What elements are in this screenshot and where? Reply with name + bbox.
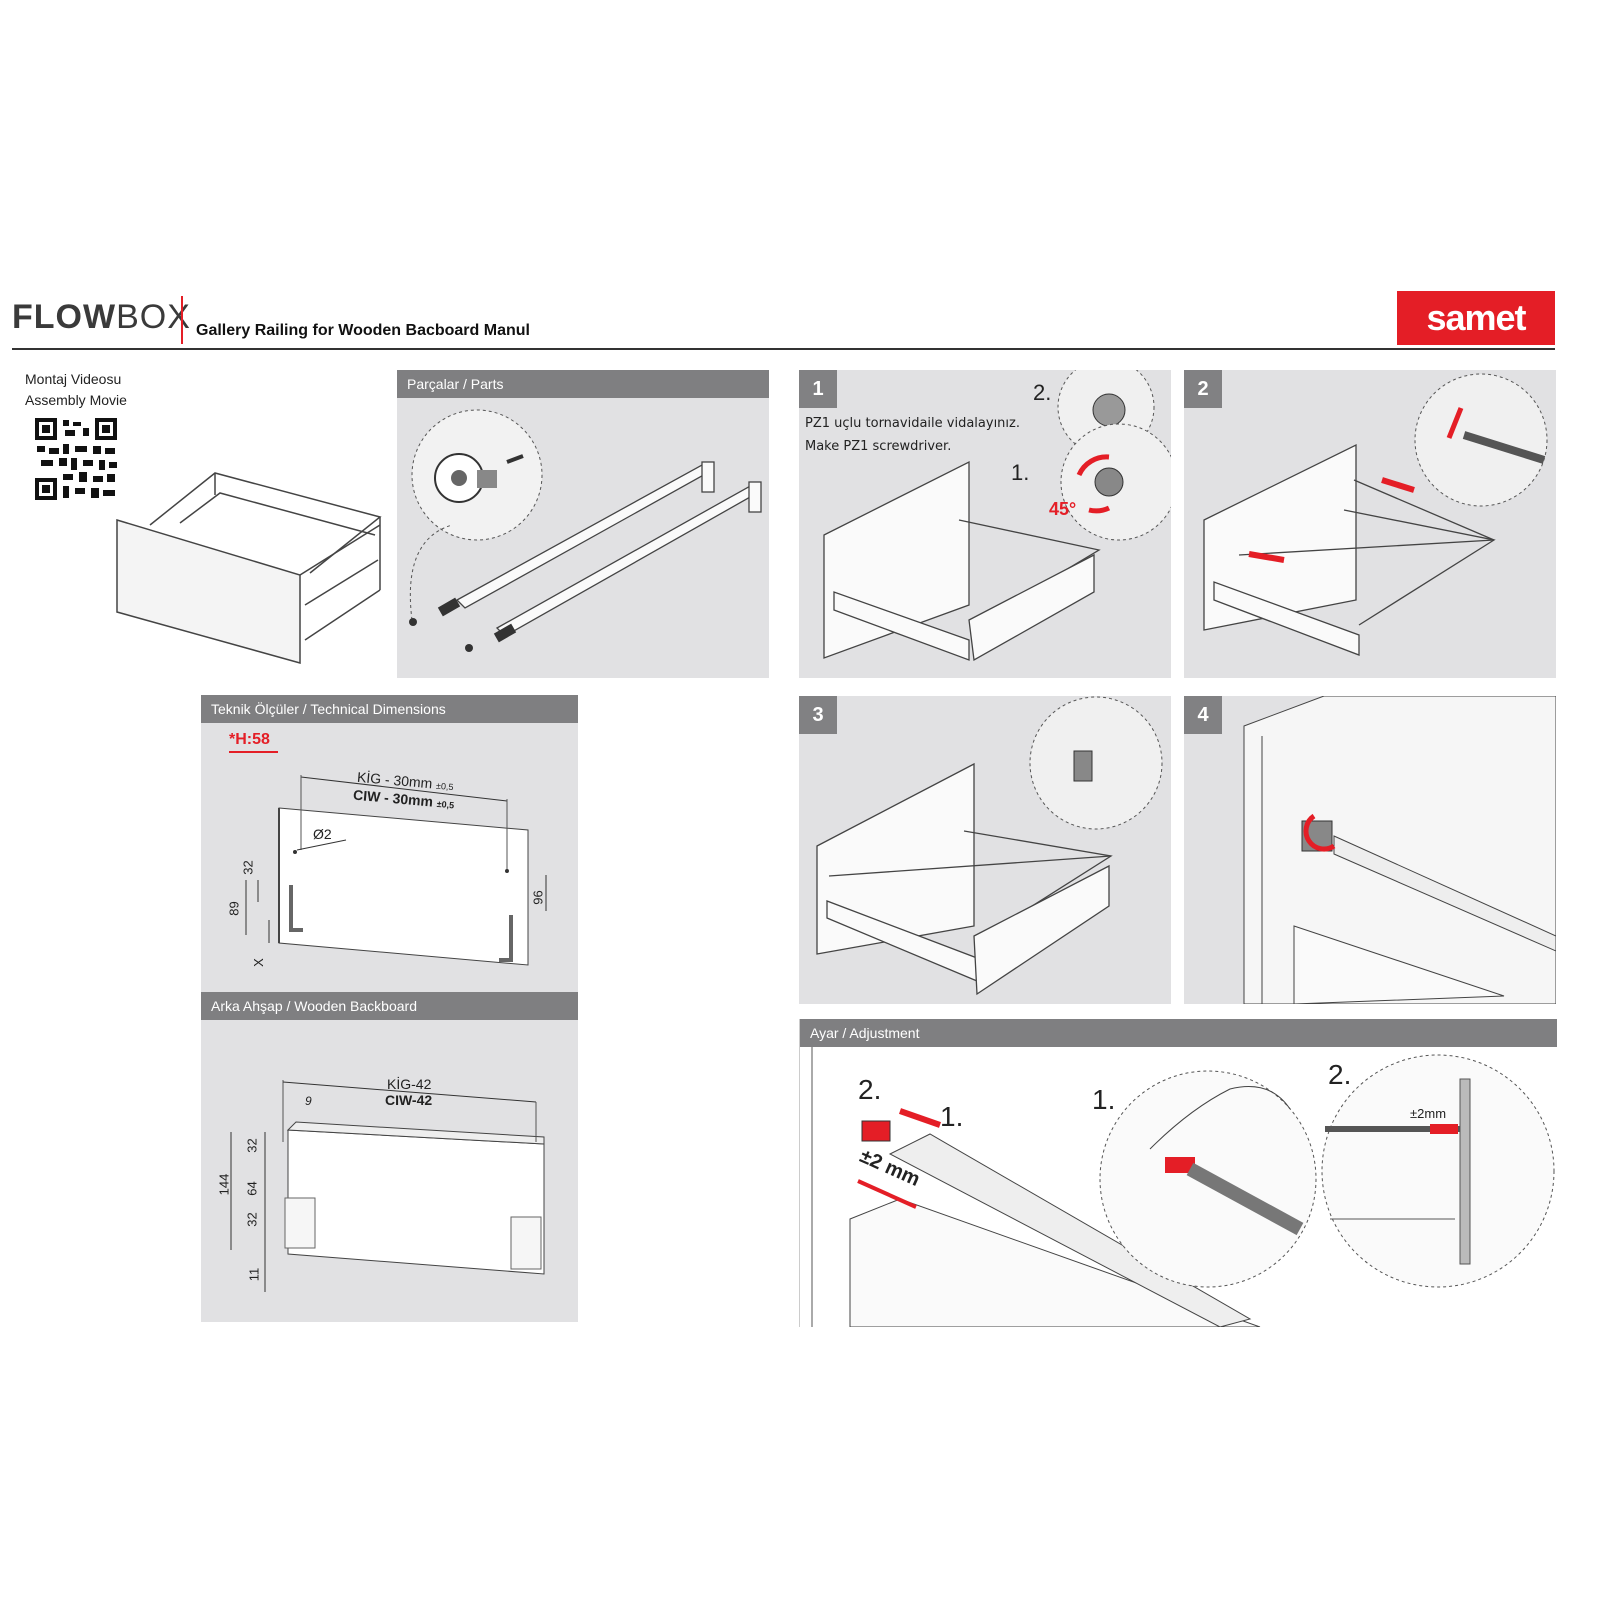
adjust-range-small: ±2mm [1410,1106,1447,1121]
step-3-panel: 3 [799,696,1171,1004]
step-number: 2 [1184,370,1222,408]
drawer-illustration [116,472,382,664]
dim-89: 89 [226,901,242,916]
brand-bold: FLOW [12,298,117,336]
step-1-panel: 1 PZ1 uçlu tornavidaile vidalayınız. Mak… [799,370,1171,678]
adjustment-panel: Ayar / Adjustment 2. 1. 1. 2. ±2 mm ±2mm [799,1019,1557,1327]
video-label: Montaj Videosu Assembly Movie [25,369,127,411]
dim-32b: 32 [244,1212,260,1227]
dim-9: 9 [305,1094,312,1108]
video-label-tr: Montaj Videosu [25,371,122,387]
step-4-illustration [1243,696,1556,1004]
step-number: 1 [799,370,837,408]
dim-11: 11 [246,1267,262,1282]
dim-32: 32 [240,860,256,875]
dim-144: 144 [216,1173,232,1196]
step-1-instructions: PZ1 uçlu tornavidaile vidalayınız. Make … [805,412,1020,458]
dim-96: 96 [530,890,546,905]
step-1-illustration [823,370,1171,662]
adjustment-illustration [811,1047,1555,1327]
width-en: CIW-42 [385,1092,433,1108]
backboard-title: Arka Ahşap / Wooden Backboard [201,992,578,1020]
parts-illustration [409,409,762,652]
callout-1b: 1. [1092,1084,1116,1115]
instruction-tr: PZ1 uçlu tornavidaile vidalayınız. [805,416,1020,431]
tolerance: ±0,5 [436,798,455,811]
qr-code-icon[interactable] [35,418,117,500]
dim-32a: 32 [244,1138,260,1153]
width-tr: KİG-42 [387,1076,432,1092]
parts-title: Parçalar / Parts [397,370,769,398]
angle-label: 45° [1049,499,1077,519]
parts-panel: Parçalar / Parts [397,370,769,678]
callout-1a: 1. [940,1101,964,1132]
backboard-panel: Arka Ahşap / Wooden Backboard KİG-42 CIW… [201,992,578,1322]
brand-logo: FLOWBOX [12,298,191,337]
video-label-en: Assembly Movie [25,392,127,408]
callout-2: 2. [1033,380,1052,405]
callout-2b: 2. [1328,1059,1352,1090]
brand-light: BOX [116,298,191,336]
hole-diameter: Ø2 [313,826,332,842]
divider [181,296,183,344]
samet-logo: samet [1397,291,1555,345]
dim-x: X [250,958,266,967]
technical-drawing [245,775,547,966]
step-number: 4 [1184,696,1222,734]
step-3-illustration [816,696,1163,996]
step-2-panel: 2 [1184,370,1556,678]
dim-64: 64 [244,1181,260,1196]
instruction-en: Make PZ1 screwdriver. [805,439,952,454]
step-2-illustration [1203,373,1548,656]
document-title: Gallery Railing for Wooden Bacboard Manu… [196,322,530,339]
technical-dimensions-panel: Teknik Ölçüler / Technical Dimensions *H… [201,695,578,992]
adjustment-title: Ayar / Adjustment [800,1019,1557,1047]
technical-title: Teknik Ölçüler / Technical Dimensions [201,695,578,723]
height-label: *H:58 [229,731,278,753]
tolerance: ±0,5 [435,780,454,793]
step-number: 3 [799,696,837,734]
header-rule [12,348,1555,350]
backboard-drawing [230,1080,545,1292]
callout-1: 1. [1011,460,1030,485]
step-4-panel: 4 [1184,696,1556,1004]
callout-2a: 2. [858,1074,882,1105]
